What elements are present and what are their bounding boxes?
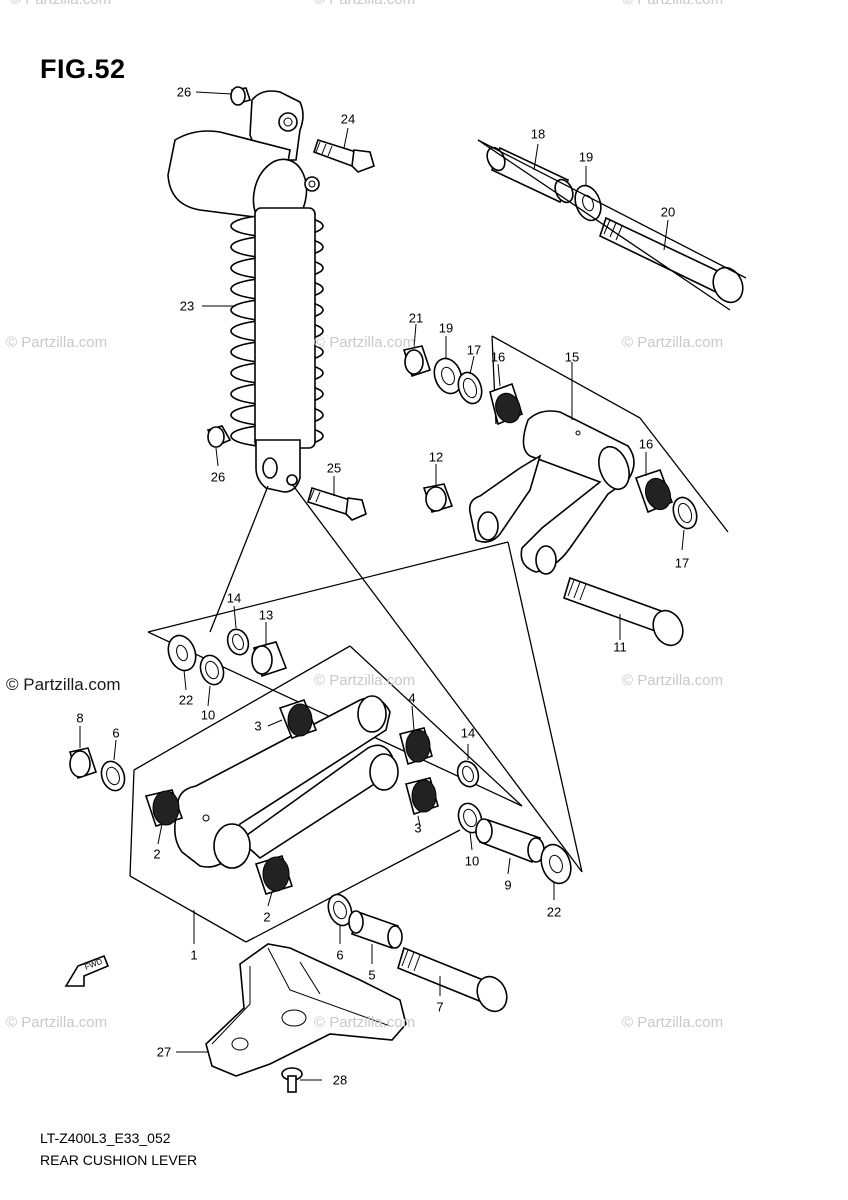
callout-26b[interactable]: 26 [210,469,226,485]
bearing-16-lower [634,468,674,514]
callout-17b[interactable]: 17 [674,555,690,571]
figure-title: FIG.52 [40,54,126,84]
bolt-25 [307,486,367,521]
figure-name: REAR CUSHION LEVER [40,1152,198,1168]
watermark-left: © Partzilla.com [6,675,121,694]
watermark-bottom-left: © Partzilla.com [6,1014,108,1031]
seal-17-lower [672,496,698,530]
callout-23[interactable]: 23 [179,298,195,314]
callout-12[interactable]: 12 [428,449,444,465]
bearing-3-lower [405,777,439,816]
seal-14-left [226,628,250,656]
watermark-mid-center: © Partzilla.com [314,334,416,351]
collar-12 [422,483,454,513]
callout-19b[interactable]: 19 [438,320,454,336]
callout-8[interactable]: 8 [76,710,84,726]
collar-26-lower [206,425,232,448]
callout-15[interactable]: 15 [564,349,580,365]
bearing-4 [399,727,433,766]
bolt-20 [599,216,744,304]
callout-2b[interactable]: 2 [263,909,271,925]
callout-22b[interactable]: 22 [546,904,562,920]
watermark-center: © Partzilla.com [314,672,416,689]
seal-10-right [457,802,483,834]
watermark-bottom-center: © Partzilla.com [314,1014,416,1031]
callout-1[interactable]: 1 [190,947,198,963]
collar-26-upper [230,86,252,106]
collar-21 [402,345,432,378]
bearing-3-upper [278,699,318,739]
bearing-2-lower [254,855,294,895]
callout-6b[interactable]: 6 [336,947,344,963]
shock-absorber [167,90,324,493]
cushion-lever-1 [174,695,399,869]
callout-11[interactable]: 11 [613,639,627,655]
bolt-28 [281,1067,303,1093]
watermark-mid-left: © Partzilla.com [6,334,108,351]
watermark-top-center: © Partzilla.com [314,0,415,8]
washer-22-right [540,843,572,885]
leader-lines [79,91,685,1081]
spacer-13 [251,641,288,678]
callout-19a[interactable]: 19 [578,149,594,165]
callout-28[interactable]: 28 [332,1072,348,1088]
callout-9[interactable]: 9 [504,877,512,893]
watermark-right: © Partzilla.com [622,672,724,689]
callout-20[interactable]: 20 [660,204,676,220]
seal-10-left [199,654,225,686]
callout-17a[interactable]: 17 [466,342,482,358]
collar-8 [68,747,98,780]
figure-code: LT-Z400L3_E33_052 [40,1130,171,1146]
callout-7[interactable]: 7 [436,999,444,1015]
washer-6-left [100,760,126,792]
callout-10a[interactable]: 10 [200,707,216,723]
bearing-16-upper [489,382,523,426]
seal-17-upper [457,371,483,405]
callout-14a[interactable]: 14 [226,590,242,606]
callout-27[interactable]: 27 [156,1044,172,1060]
callout-6a[interactable]: 6 [112,725,120,741]
callout-2a[interactable]: 2 [153,846,161,862]
callout-24[interactable]: 24 [340,111,356,127]
watermark-bottom-right: © Partzilla.com [622,1014,724,1031]
callout-25[interactable]: 25 [326,460,342,476]
cushion-rod-15 [468,410,635,575]
seal-14-right [456,760,480,788]
callout-21[interactable]: 21 [408,310,424,326]
washer-19-lower [433,357,463,395]
callout-14b[interactable]: 14 [460,725,476,741]
callout-5[interactable]: 5 [368,967,376,983]
spacer-9 [475,818,545,864]
bolt-11 [563,576,684,647]
callout-4[interactable]: 4 [408,690,416,706]
fwd-arrow-icon: FWD [64,954,110,987]
callout-10b[interactable]: 10 [464,853,480,869]
callout-22a[interactable]: 22 [178,692,194,708]
washer-22-left [167,634,197,672]
bearing-2-upper [144,789,184,827]
callout-26a[interactable]: 26 [176,84,192,100]
watermark-top-right: © Partzilla.com [622,0,723,8]
guard-27 [205,943,407,1077]
callout-16a[interactable]: 16 [490,349,506,365]
bolt-7 [397,946,508,1013]
callout-3a[interactable]: 3 [254,718,262,734]
washer-6-lower [327,893,353,927]
bolt-24 [312,139,375,173]
spacer-5 [348,910,403,950]
callout-3b[interactable]: 3 [414,820,422,836]
watermark-mid-right: © Partzilla.com [622,334,724,351]
callout-13[interactable]: 13 [258,607,274,623]
watermark-top-left: © Partzilla.com [10,0,111,8]
callout-18[interactable]: 18 [530,126,546,142]
callout-16b[interactable]: 16 [638,436,654,452]
